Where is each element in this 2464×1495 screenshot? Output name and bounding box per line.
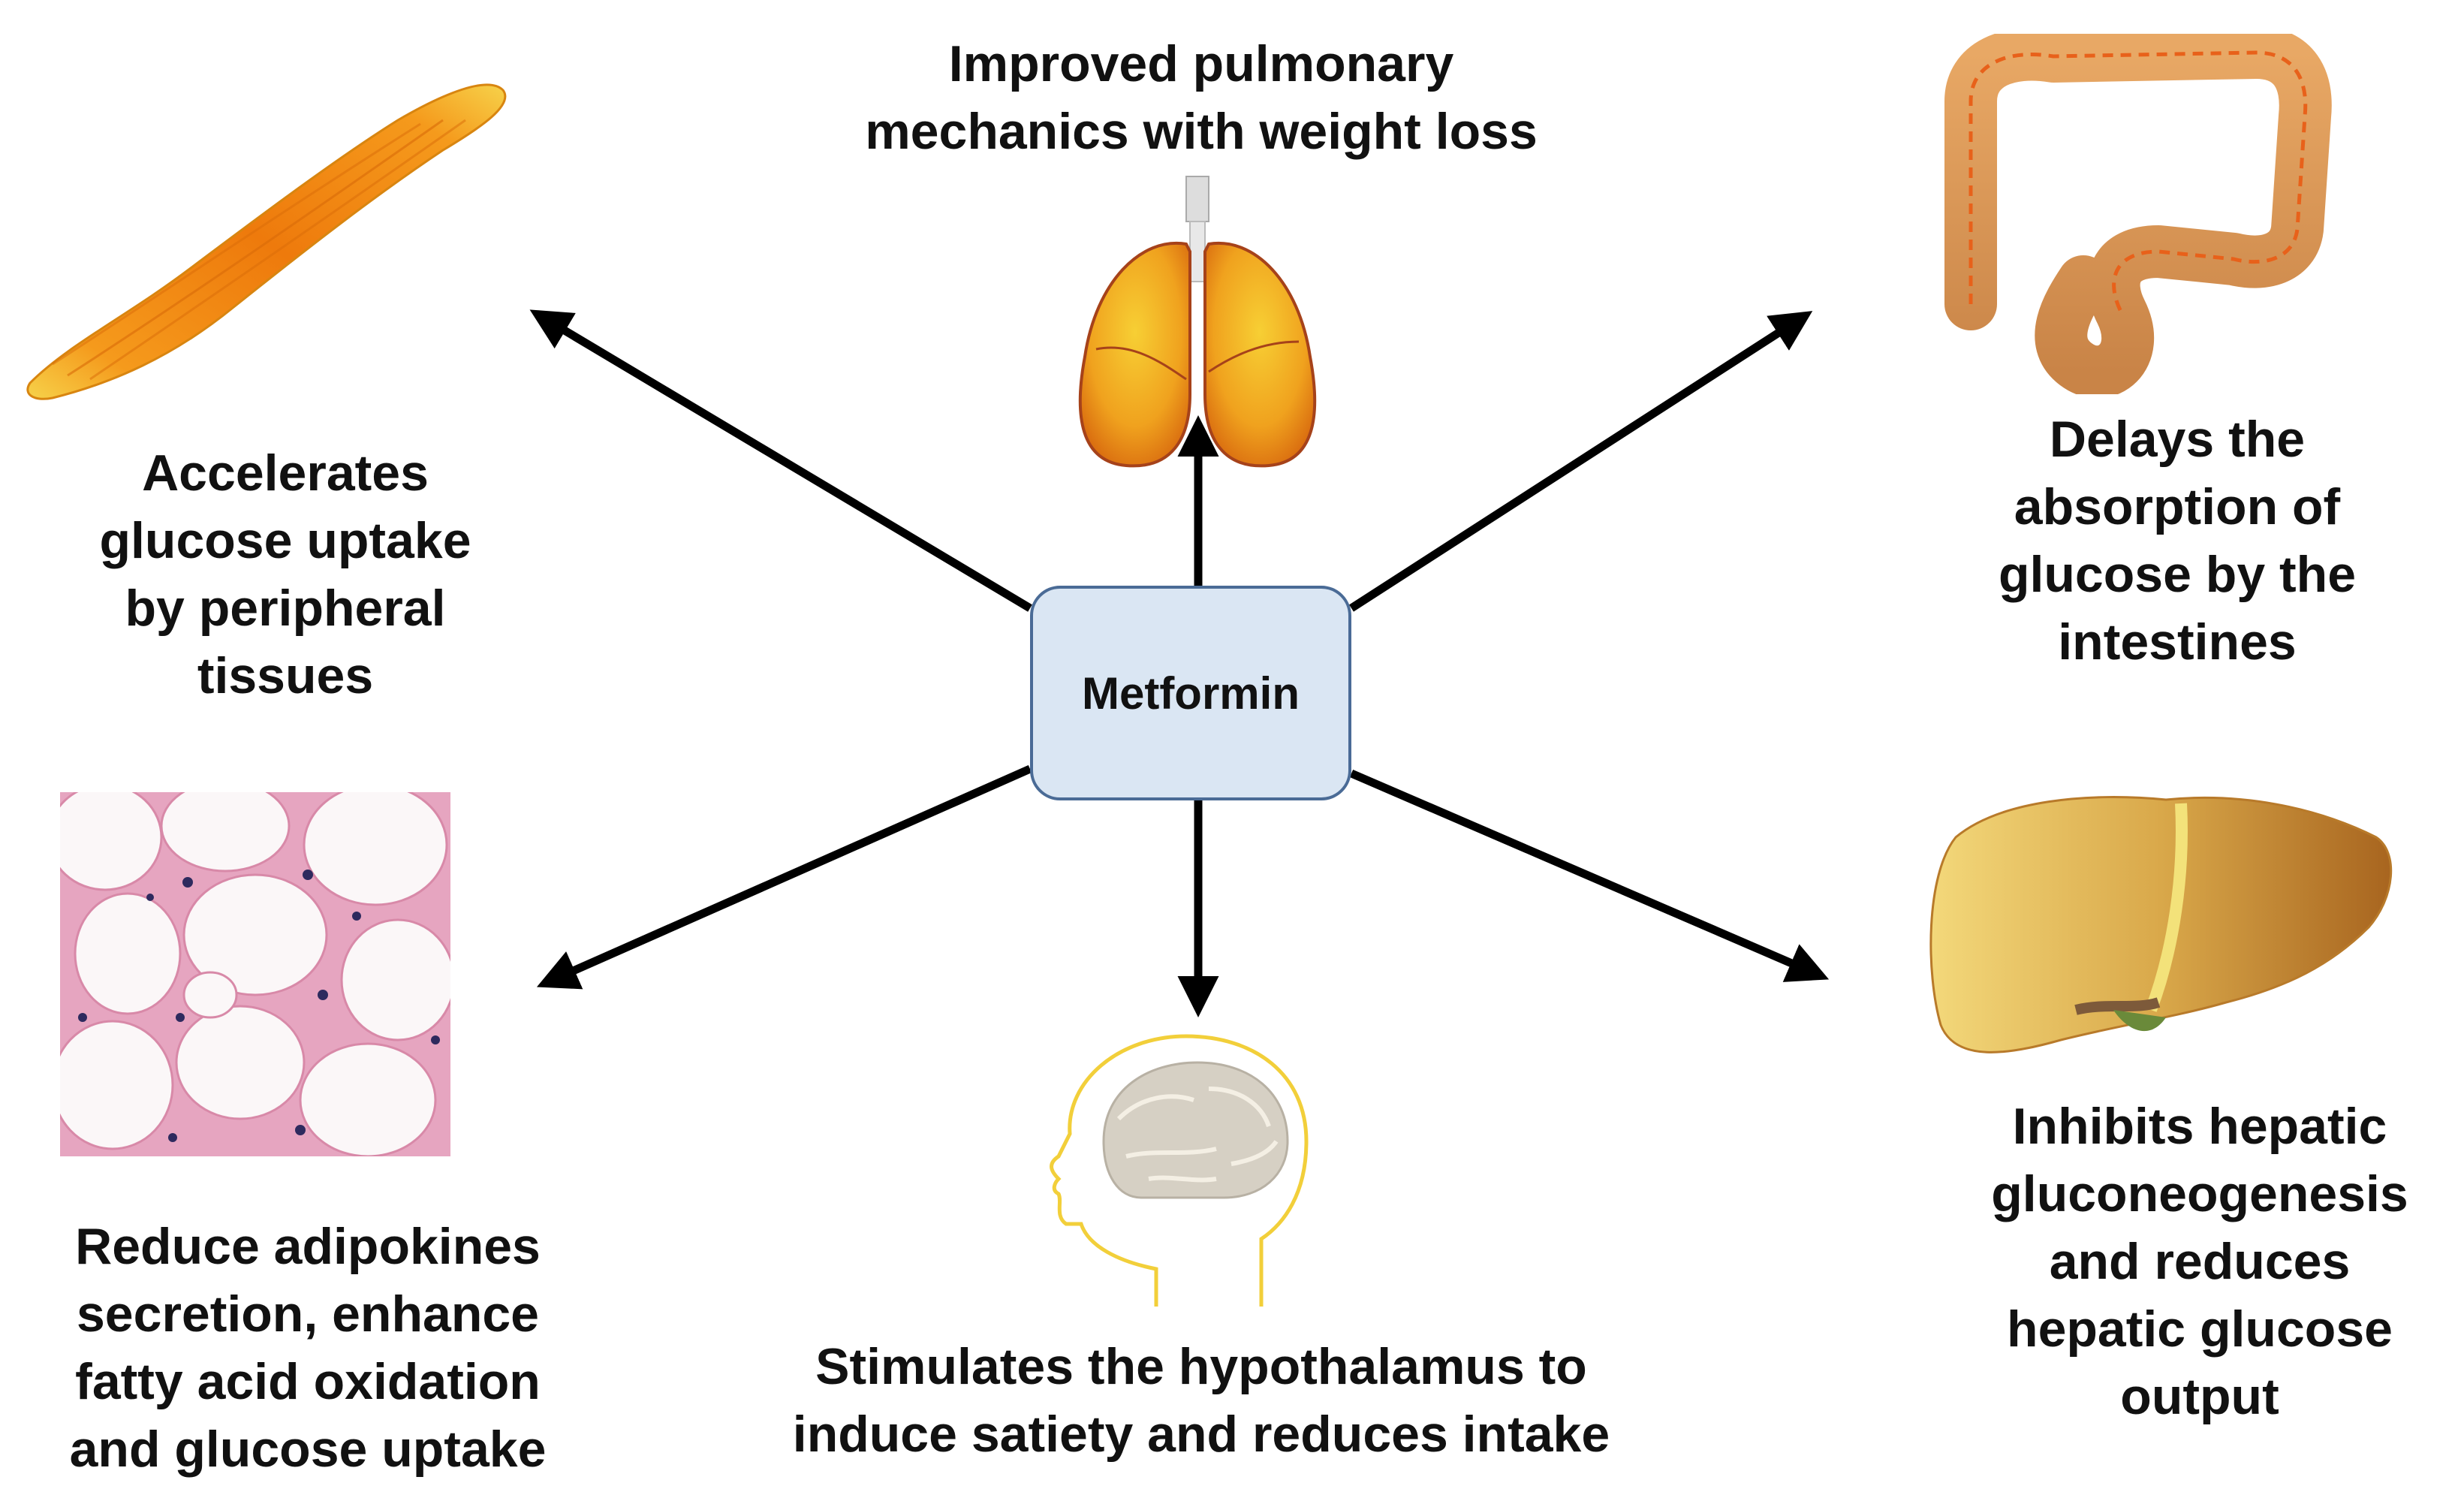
label-brain: Stimulates the hypothalamus to induce sa… [792, 1338, 1610, 1463]
adipose-tissue-icon [60, 792, 450, 1156]
arrow-to-intestine [1349, 311, 1813, 612]
liver-icon [1929, 796, 2393, 1053]
metformin-label: Metformin [1082, 668, 1300, 719]
arrow-to-liver [1349, 769, 1830, 982]
arrow-to-adipose [536, 764, 1032, 990]
metformin-box: Metformin [1030, 586, 1351, 800]
label-liver: Inhibits hepatic gluconeogenesis and red… [1991, 1098, 2408, 1425]
brain-head-icon [1050, 1034, 1309, 1307]
label-intestine: Delays the absorption of glucose by the … [1998, 411, 2357, 671]
lungs-icon [1078, 176, 1317, 468]
label-muscle: Accelerates glucose uptake by peripheral… [99, 445, 471, 704]
intestine-icon [1944, 34, 2332, 394]
arrow-to-muscle [529, 309, 1032, 612]
label-adipose: Reduce adipokines secretion, enhance fat… [69, 1218, 547, 1478]
label-lungs: Improved pulmonary mechanics with weight… [865, 35, 1538, 160]
muscle-icon [26, 83, 507, 400]
